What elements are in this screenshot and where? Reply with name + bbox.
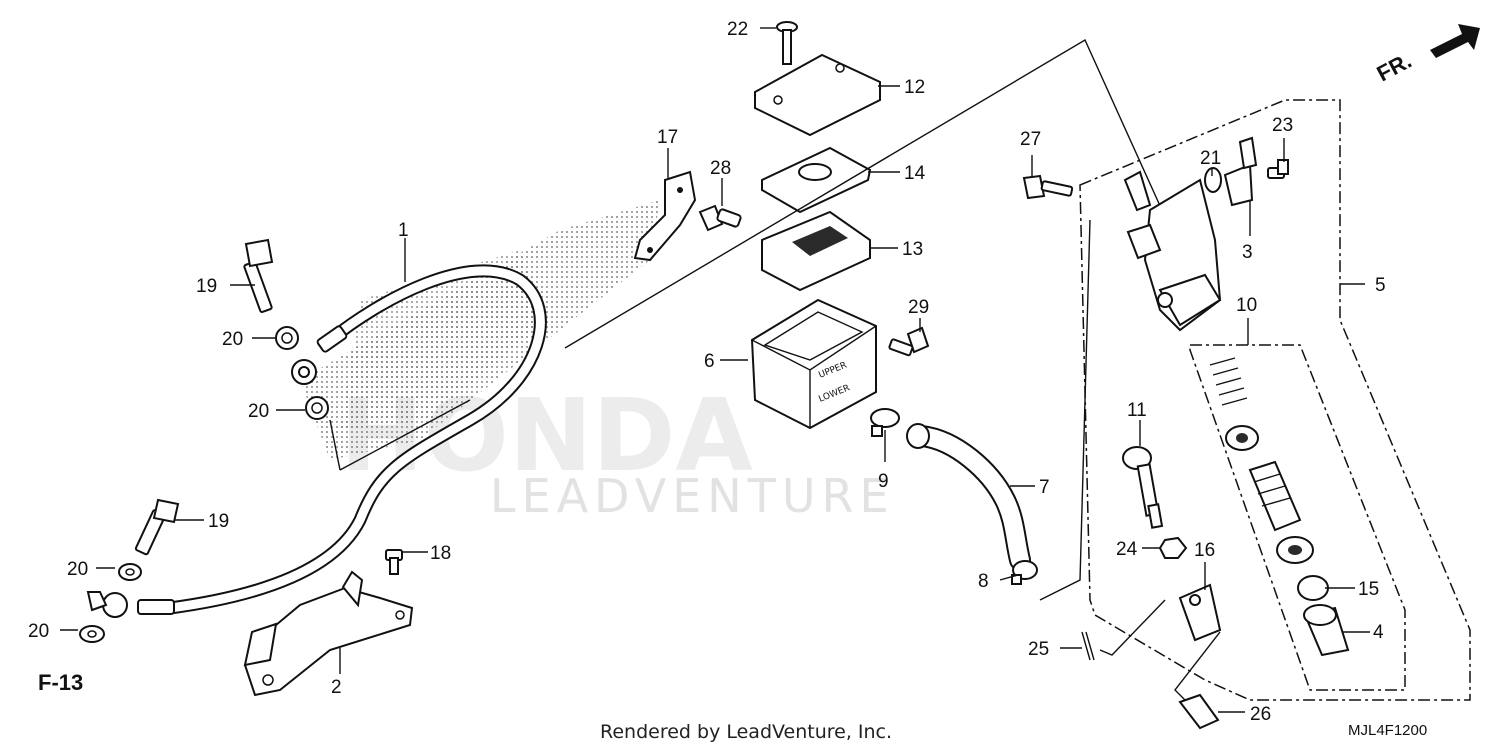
callout-22: 22 bbox=[727, 19, 748, 40]
callout-21: 21 bbox=[1200, 148, 1221, 169]
diagram-code: MJL4F1200 bbox=[1348, 722, 1427, 739]
diaphragm-plate[interactable] bbox=[761, 146, 872, 214]
callout-28: 28 bbox=[710, 158, 731, 179]
master-cylinder-body[interactable] bbox=[1123, 170, 1222, 332]
reservoir-hose[interactable] bbox=[906, 423, 1031, 571]
callout-25: 25 bbox=[1028, 639, 1049, 660]
arrow-front-icon bbox=[1430, 24, 1480, 58]
assembly-boundary bbox=[1079, 99, 1471, 701]
callout-4: 4 bbox=[1373, 622, 1384, 643]
callout-24: 24 bbox=[1116, 539, 1138, 560]
bracket-bolt[interactable] bbox=[698, 204, 742, 232]
reservoir-diaphragm[interactable] bbox=[761, 210, 871, 292]
callout-8: 8 bbox=[978, 571, 989, 592]
hose-clip[interactable] bbox=[1011, 560, 1038, 585]
leader-line bbox=[564, 38, 1181, 349]
hose-joint[interactable] bbox=[1223, 136, 1258, 207]
callout-20c: 20 bbox=[67, 559, 88, 580]
cylinder-mount-bolt[interactable] bbox=[1022, 174, 1074, 200]
cotter-pin[interactable] bbox=[1081, 631, 1095, 661]
leader-line bbox=[329, 419, 341, 471]
callout-leaders bbox=[60, 27, 1370, 713]
callout-27: 27 bbox=[1020, 129, 1041, 150]
callout-5: 5 bbox=[1375, 275, 1386, 296]
o-ring[interactable] bbox=[1204, 167, 1222, 193]
watermark-text: LEADVENTURE bbox=[490, 469, 895, 523]
circlip[interactable] bbox=[1297, 575, 1329, 601]
callout-10: 10 bbox=[1236, 295, 1257, 316]
callout-2: 2 bbox=[331, 677, 342, 698]
callout-19a: 19 bbox=[196, 276, 217, 297]
page-reference-link[interactable]: F-13 bbox=[38, 670, 83, 695]
banjo-bolt[interactable] bbox=[243, 238, 274, 313]
sealing-washer[interactable] bbox=[275, 326, 299, 350]
callout-23: 23 bbox=[1272, 115, 1293, 136]
callout-20a: 20 bbox=[222, 329, 243, 350]
reservoir-bracket[interactable] bbox=[633, 170, 697, 262]
joint-pin-clip[interactable] bbox=[1178, 693, 1220, 730]
master-cylinder-reservoir[interactable]: UPPER LOWER bbox=[750, 298, 877, 430]
boot[interactable] bbox=[1303, 604, 1350, 657]
callout-17: 17 bbox=[657, 127, 678, 148]
callout-12: 12 bbox=[904, 77, 925, 98]
push-rod-joint[interactable] bbox=[1178, 583, 1222, 642]
reservoir-mount-bolt[interactable] bbox=[888, 326, 930, 357]
callout-16: 16 bbox=[1194, 540, 1215, 561]
callout-18: 18 bbox=[430, 543, 451, 564]
callout-1: 1 bbox=[398, 220, 409, 241]
front-direction-label: FR. bbox=[1373, 48, 1416, 87]
leader-line bbox=[1039, 219, 1091, 601]
callout-7: 7 bbox=[1039, 477, 1050, 498]
lock-nut[interactable] bbox=[1158, 536, 1188, 559]
hose-clamp-bracket[interactable] bbox=[243, 570, 414, 697]
brake-hose[interactable] bbox=[86, 264, 547, 618]
sealing-washer[interactable] bbox=[118, 563, 142, 581]
banjo-bolt[interactable] bbox=[134, 498, 180, 556]
spring-seat[interactable] bbox=[1225, 425, 1259, 451]
secondary-cup[interactable] bbox=[1276, 536, 1314, 564]
callout-14: 14 bbox=[904, 163, 926, 184]
callout-11: 11 bbox=[1127, 400, 1147, 421]
callout-9: 9 bbox=[878, 471, 889, 492]
front-direction-marker: FR. bbox=[1373, 24, 1480, 86]
leader-line bbox=[339, 399, 471, 471]
callout-26: 26 bbox=[1250, 704, 1271, 725]
credit-text: Rendered by LeadVenture, Inc. bbox=[600, 721, 892, 743]
primary-cup[interactable] bbox=[1248, 460, 1302, 532]
callout-19b: 19 bbox=[208, 511, 229, 532]
cap-screw[interactable] bbox=[776, 21, 798, 65]
sealing-washer[interactable] bbox=[79, 625, 105, 643]
bracket-bolt[interactable] bbox=[385, 549, 403, 575]
callout-20b: 20 bbox=[248, 401, 269, 422]
reservoir-cap[interactable] bbox=[754, 53, 881, 137]
hose-clip[interactable] bbox=[870, 408, 900, 437]
leader-line bbox=[1099, 599, 1221, 701]
callout-15: 15 bbox=[1358, 579, 1379, 600]
callout-29: 29 bbox=[908, 297, 929, 318]
callout-13: 13 bbox=[902, 239, 923, 260]
callout-6: 6 bbox=[704, 351, 715, 372]
sealing-washer[interactable] bbox=[305, 396, 329, 420]
piston-spring[interactable] bbox=[1209, 357, 1248, 406]
callout-labels: 1 2 3 4 5 6 7 8 9 10 11 12 13 14 15 16 1… bbox=[28, 19, 1386, 725]
push-rod[interactable] bbox=[1122, 446, 1164, 529]
callout-20d: 20 bbox=[28, 621, 49, 642]
joint-screw[interactable] bbox=[1267, 159, 1289, 179]
piston-kit-boundary bbox=[1189, 344, 1406, 691]
callout-3: 3 bbox=[1242, 242, 1253, 263]
